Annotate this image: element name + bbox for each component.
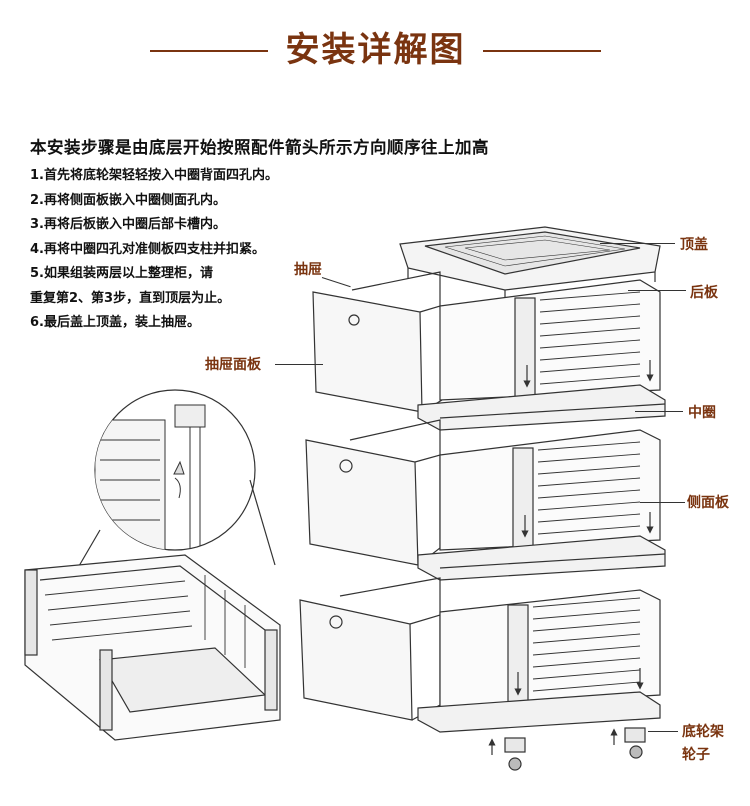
drawer-top — [312, 271, 443, 413]
detail-zoom-circle — [64, 389, 276, 591]
callout-top-cover — [600, 243, 675, 244]
middle-ring-1 — [417, 384, 666, 431]
callout-caster-base — [648, 731, 678, 732]
callout-middle-ring — [635, 411, 683, 412]
frame-top — [439, 279, 661, 401]
callout-back-panel — [628, 290, 686, 291]
page-title: 安装详解图 — [285, 30, 466, 70]
step-2: 2.再将侧面板嵌入中圈侧面孔内。 — [30, 192, 226, 208]
label-middle-ring: 中圈 — [688, 405, 716, 421]
drawer-middle — [305, 419, 441, 566]
title-rule-right — [483, 50, 601, 52]
drawer-bottom — [299, 577, 441, 721]
assembled-frame-detail — [24, 554, 281, 741]
step-3: 3.再将后板嵌入中圈后部卡槽内。 — [30, 217, 226, 232]
instructions-heading: 本安装步骤是由底层开始按照配件箭头所示方向顺序往上加高 — [30, 138, 489, 157]
frame-middle — [439, 429, 661, 551]
label-top-cover: 顶盖 — [680, 237, 708, 253]
base-ring — [417, 691, 661, 733]
step-4: 4.再将中圈四孔对准侧板四支柱并扣紧。 — [30, 241, 265, 257]
label-side-panel: 侧面板 — [687, 495, 729, 511]
frame-bottom — [439, 589, 661, 709]
label-caster-base: 底轮架 — [682, 724, 724, 740]
step-5: 5.如果组装两层以上整理柜，请 — [30, 266, 213, 281]
label-drawer-panel: 抽屉面板 — [205, 357, 261, 373]
caster-right — [610, 727, 646, 759]
step-1: 1.首先将底轮架轻轻按入中圈背面四孔内。 — [30, 168, 278, 183]
callout-side-panel — [640, 502, 685, 503]
top-cover-part — [399, 226, 661, 300]
step-5-continued: 重复第2、第3步，直到顶层为止。 — [30, 290, 231, 306]
label-wheel: 轮子 — [682, 747, 710, 763]
callout-drawer-panel — [275, 364, 323, 365]
title-block: 安装详解图 — [0, 22, 750, 78]
middle-ring-2 — [417, 535, 666, 581]
label-back-panel: 后板 — [690, 285, 718, 301]
title-rule-left — [150, 50, 268, 52]
instructions: 本安装步骤是由底层开始按照配件箭头所示方向顺序往上加高 1.首先将底轮架轻轻按入… — [30, 134, 650, 336]
caster-left — [488, 737, 526, 771]
step-6: 6.最后盖上顶盖，装上抽屉。 — [30, 315, 200, 330]
label-drawer: 抽屉 — [294, 262, 322, 278]
